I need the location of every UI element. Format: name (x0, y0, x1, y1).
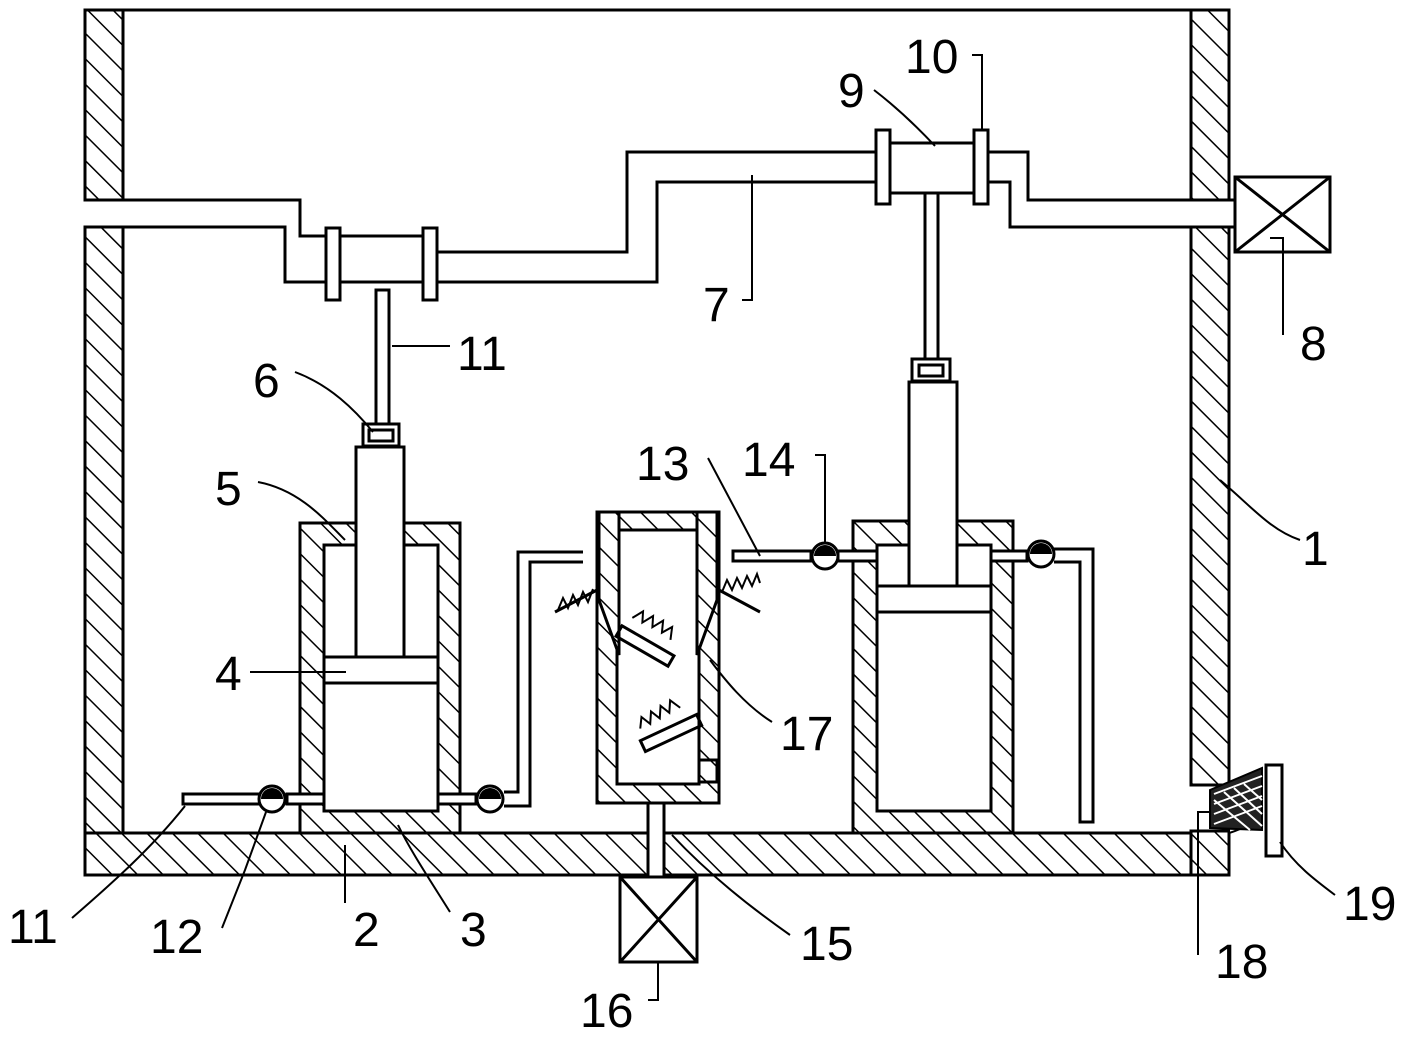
left-pump (181, 288, 583, 835)
label-15: 15 (800, 918, 853, 971)
label-1: 1 (1302, 523, 1329, 576)
label-6: 6 (253, 355, 280, 408)
label-2: 2 (353, 904, 380, 957)
outer-box (83, 8, 1231, 877)
leader-16 (648, 962, 659, 1001)
pipe-top-right (988, 150, 1191, 202)
label-8: 8 (1300, 318, 1327, 371)
leader-12 (221, 811, 267, 929)
left-wall-lower (83, 225, 125, 837)
outer-spike-left (554, 588, 598, 614)
right-tee (874, 128, 990, 206)
bottom-right-corner (1189, 829, 1231, 877)
right-piston (875, 584, 993, 614)
leader-7 (742, 175, 753, 301)
left-tee-body (338, 234, 427, 284)
part-labels: 1 2 3 4 5 6 7 8 9 10 11 11 12 13 14 15 1… (8, 31, 1396, 1038)
leader-11-lower (71, 805, 186, 919)
pipe-bottom-left (85, 225, 326, 284)
leader-5 (257, 481, 346, 541)
right-cylinder-inner (875, 543, 993, 813)
leader-14 (815, 454, 826, 543)
left-tee (324, 226, 439, 302)
left-rod (374, 288, 391, 430)
outlet-18-19 (1209, 763, 1284, 858)
label-9: 9 (838, 65, 865, 118)
mesh-plate (1264, 763, 1284, 858)
label-19: 19 (1343, 878, 1396, 931)
pump-box-16 (618, 875, 699, 964)
leader-8 (1270, 237, 1284, 335)
leader-18 (1197, 811, 1210, 955)
label-12: 12 (150, 911, 203, 964)
label-17: 17 (780, 708, 833, 761)
inner-blade-2 (638, 698, 704, 754)
left-piston (322, 655, 440, 685)
pipe-13 (731, 549, 813, 563)
left-piston-rod (354, 445, 406, 659)
leader-lines (71, 54, 1336, 1001)
left-wall-upper (83, 8, 125, 202)
leader-15 (671, 834, 791, 936)
leader-10 (972, 54, 983, 130)
right-pump (731, 191, 1095, 835)
leader-17 (709, 659, 773, 723)
label-4: 4 (215, 648, 242, 701)
label-7: 7 (703, 279, 730, 332)
outer-spike-right (718, 571, 761, 614)
leader-6 (294, 371, 374, 433)
right-wall-upper (1189, 8, 1231, 202)
pipe-top-mid (437, 150, 875, 254)
pipe-bottom-mid (437, 180, 875, 284)
right-rod (923, 191, 940, 365)
left-flange-1 (324, 226, 342, 302)
leader-19 (1279, 841, 1336, 896)
label-10: 10 (905, 31, 958, 84)
label-14: 14 (742, 434, 795, 487)
right-wall-lower (1189, 225, 1231, 787)
label-16: 16 (580, 985, 633, 1038)
leader-13 (707, 457, 761, 557)
label-3: 3 (460, 904, 487, 957)
leader-3 (397, 824, 451, 913)
right-piston-rod (907, 380, 959, 588)
pipe-15 (646, 801, 666, 879)
label-13: 13 (636, 438, 689, 491)
right-flange-2 (972, 128, 990, 206)
leader-1 (1219, 479, 1301, 541)
pipe (85, 150, 1235, 284)
leader-9 (873, 89, 936, 147)
label-18: 18 (1215, 936, 1268, 989)
inner-blade-1 (613, 609, 677, 669)
label-5: 5 (215, 463, 242, 516)
right-tee-body (888, 141, 977, 195)
pipe-top-left (85, 198, 326, 238)
chamber-inner (615, 528, 701, 786)
right-flange-1 (874, 128, 892, 206)
pipe-bottom-right (988, 180, 1191, 229)
left-flange-2 (421, 226, 439, 302)
label-11-upper: 11 (457, 328, 507, 381)
mixing-chamber (554, 510, 761, 879)
label-11-lower: 11 (8, 901, 58, 954)
left-inlet-pipe (181, 792, 263, 806)
